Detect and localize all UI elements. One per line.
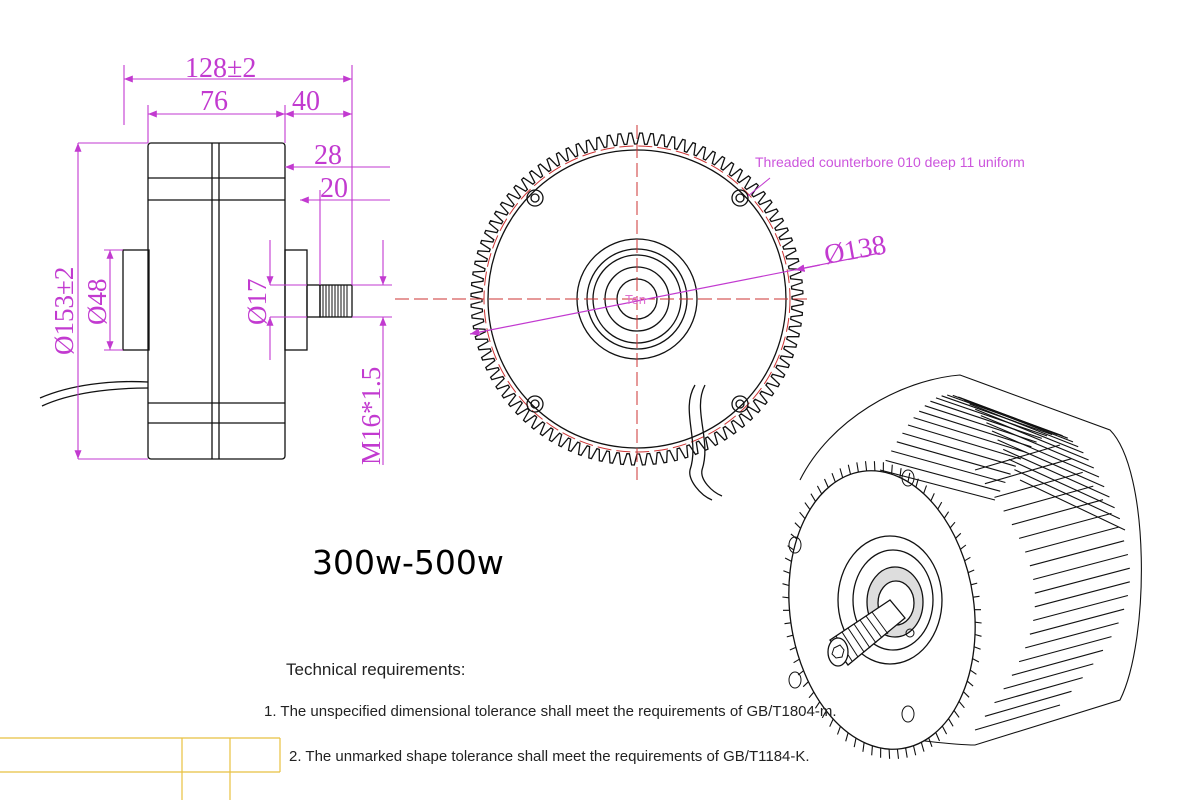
cooling-fin: [1033, 594, 1129, 622]
dim-shaft-diameter: Ø17: [242, 279, 272, 326]
cooling-fin: [1011, 649, 1104, 676]
cooling-fin: [919, 410, 1032, 448]
cooling-fin: [997, 439, 1105, 488]
cooling-fin: [1018, 636, 1112, 663]
cooling-fin: [1034, 567, 1130, 594]
dim-thread-spec: M16*1.5: [356, 367, 386, 465]
cooling-fin: [1003, 485, 1094, 512]
cooling-fin: [1011, 499, 1104, 526]
cooling-fin: [896, 441, 1011, 475]
cooling-fin: [902, 432, 1016, 467]
cooling-fin: [994, 677, 1083, 704]
cooling-fin: [1034, 581, 1130, 608]
cooling-fin: [1014, 469, 1121, 520]
cooling-fin: [1029, 608, 1125, 635]
dim-body-length: 76: [200, 86, 228, 117]
iso-gear-teeth: [782, 461, 982, 759]
cooling-fin: [1025, 622, 1119, 649]
cooling-fin: [963, 399, 1074, 443]
front-view: [469, 125, 881, 501]
cooling-fin: [1033, 553, 1129, 581]
dim-hub-diameter: Ø48: [82, 279, 112, 326]
cooling-fin: [1018, 512, 1112, 539]
cooling-fin: [980, 415, 1089, 461]
cooling-fin: [991, 430, 1100, 478]
title-block: [0, 737, 281, 800]
cooling-fin: [930, 400, 1042, 439]
dim-overall-length: 128±2: [185, 53, 256, 84]
cooling-fin: [907, 424, 1022, 460]
cooling-fin: [986, 422, 1095, 469]
cooling-fin: [891, 450, 1006, 484]
shaft-shoulder: [306, 284, 321, 318]
cooling-fin: [885, 459, 1001, 492]
dim-bolt-circle: Ø138: [822, 230, 889, 271]
center-label: Ten: [625, 292, 646, 307]
side-view: [39, 142, 353, 460]
cooling-fin: [994, 471, 1083, 498]
cooling-fin: [984, 458, 1072, 485]
cooling-fin: [1025, 526, 1119, 553]
side-dimensions: [74, 65, 392, 465]
cooling-fin: [879, 469, 996, 501]
isometric-view: [782, 374, 1142, 759]
tech-requirements-title: Technical requirements:: [286, 660, 466, 679]
dim-shaft-20: 20: [320, 173, 348, 204]
dim-shaft-length: 40: [292, 86, 320, 117]
cooling-fin: [974, 704, 1061, 731]
tech-requirement-2: 2. The unmarked shape tolerance shall me…: [289, 748, 810, 765]
cooling-fin: [958, 396, 1068, 439]
right-boss: [284, 249, 308, 351]
cooling-fin: [1002, 448, 1110, 498]
left-boss: [122, 249, 150, 351]
cooling-fin: [935, 397, 1048, 437]
cooling-fin: [913, 417, 1027, 453]
counterbore-note: Threaded counterbore 010 deep 11 uniform: [755, 154, 1025, 170]
dim-outer-diameter: Ø153±2: [49, 267, 79, 355]
shaft-thread: [319, 284, 353, 318]
cooling-fin: [984, 690, 1072, 717]
cooling-fin: [969, 403, 1079, 448]
dim-shaft-28: 28: [314, 140, 342, 171]
power-rating: 300w-500w: [312, 543, 504, 582]
cooling-fin: [974, 408, 1084, 454]
cooling-fin: [1029, 540, 1125, 567]
cooling-fin: [1003, 663, 1094, 690]
tech-requirement-1: 1. The unspecified dimensional tolerance…: [264, 703, 837, 720]
cooling-fin: [974, 444, 1061, 471]
cooling-fin: [1019, 479, 1126, 531]
cooling-fin: [1008, 458, 1115, 509]
